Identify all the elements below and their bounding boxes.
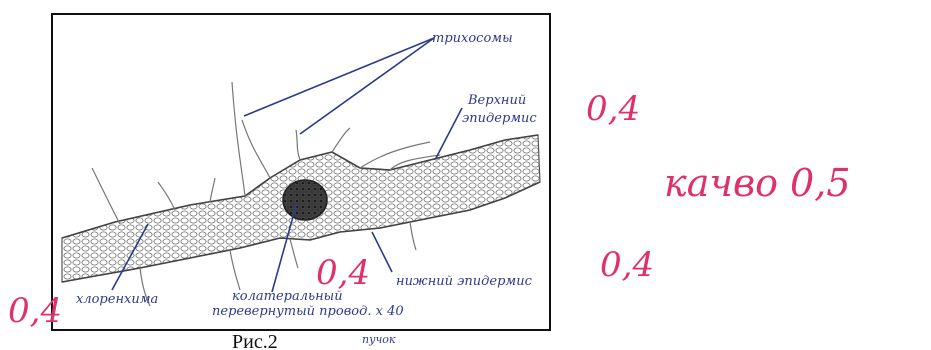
label-bundle-line2: перевернутый провод. х 40 <box>212 304 404 319</box>
grade-upper-epidermis: 0,4 <box>586 89 640 129</box>
label-lower-epidermis: нижний эпидермис <box>396 274 533 289</box>
label-upper-epidermis-line2: эпидермис <box>462 111 537 126</box>
figure-caption: Рис.2 <box>232 331 278 350</box>
label-upper-epidermis-line1: Верхний <box>467 93 526 108</box>
grade-quality: качво 0,5 <box>664 161 851 205</box>
label-chlorenchyma: хлоренхима <box>76 292 158 307</box>
grade-bundle: 0,4 <box>316 253 370 293</box>
vascular-bundle <box>283 180 327 220</box>
label-trichomes: трихосомы <box>432 31 513 46</box>
grade-chlorenchyma: 0,4 <box>8 291 62 331</box>
label-bundle-line3: пучок <box>362 333 396 346</box>
grade-lower-epidermis: 0,4 <box>600 245 654 285</box>
